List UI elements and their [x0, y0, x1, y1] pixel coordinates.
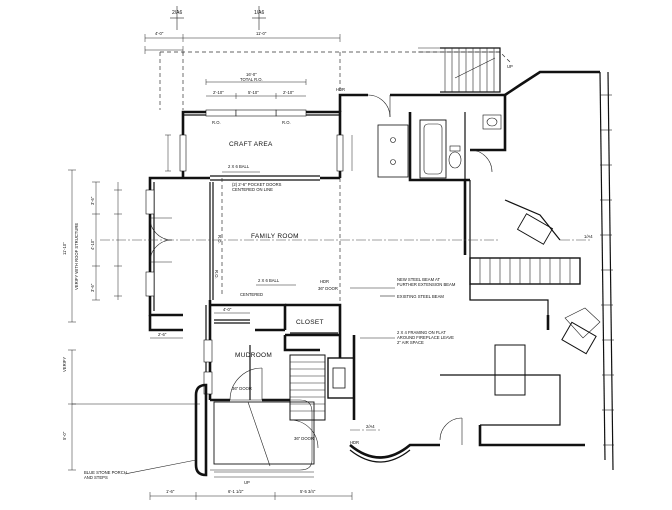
porch: UP BLUE STONE PORCH AND STEPS — [84, 383, 315, 485]
dim-craft-total-sub: TOTAL R.O. — [240, 77, 263, 82]
beam-notes: 2 X 6 BALL CENTERED HDR NEW STEEL BEAM A… — [240, 277, 456, 299]
note-framing-2: AROUND FIREPLACE LEAVE — [397, 335, 454, 340]
mud-dimensions: 4'-0" 2'-6" VERIFY 5'-0" — [62, 307, 250, 471]
craft-dimensions: 16'-0" TOTAL R.O. 2'-10" 5'-10" 2'-10" — [205, 72, 307, 99]
craft-window-ro-right: R.O. — [282, 120, 291, 125]
dim-mud-vert: 5'-0" — [62, 431, 67, 440]
door-label-3: 36" DOOR — [318, 286, 338, 291]
kitchen-area — [439, 307, 601, 447]
craft-area-walls: R.O. R.O. — [165, 109, 353, 178]
dim-bottom-seg2: 6'-1 1/2" — [228, 489, 244, 494]
dim-left-main: 11'-10" — [62, 242, 67, 255]
dim-craft-total: 16'-0" — [246, 72, 257, 77]
bath-area: HDR — [336, 87, 507, 182]
dim-top-right: 11'-0" — [256, 31, 267, 36]
family-ro-left: R.O. — [217, 235, 222, 244]
dim-bottom-seg3: 5'-5 3/4" — [300, 489, 316, 494]
stair-right-middle — [469, 257, 581, 315]
craft-window-ro-left: R.O. — [212, 120, 221, 125]
bay-window-bottom — [349, 443, 440, 463]
note-porch-2: AND STEPS — [84, 475, 108, 480]
note-beam-family: 2 X 6 BALL — [258, 278, 280, 283]
room-label-mud: MUDROOM — [235, 352, 272, 359]
note-framing: 2 X 4 FRAMING ON FLAT — [397, 330, 446, 335]
sheet-ref-bottom-mid: 2/A4 — [366, 424, 375, 429]
dim-craft-seg3: 2'-10" — [283, 90, 294, 95]
note-pocket-doors-2: CENTERED ON LINE — [232, 187, 273, 192]
header-label-top: HDR — [336, 87, 345, 92]
dim-bottom-seg1: 1'-6" — [166, 489, 175, 494]
dim-verify-left: VERIFY — [62, 357, 67, 372]
door-label-1: 36" DOOR — [232, 386, 252, 391]
room-label-family: FAMILY ROOM — [251, 233, 299, 240]
note-new-steel-beam: NEW STEEL BEAM AT — [397, 277, 440, 282]
note-beam-craft: 2 X 6 BALL — [228, 164, 250, 169]
stair-up-label: UP — [507, 64, 513, 69]
left-vertical-dimensions: 11'-10" VERIFY WITH ROOF STRUCTURE 3'-6"… — [62, 169, 122, 323]
dim-top-left: 4'-0" — [155, 31, 164, 36]
dim-left-seg-c: 3'-6" — [90, 283, 95, 292]
note-existing-steel-beam: EXISTING STEEL BEAM — [397, 294, 444, 299]
dim-mud-left: 4'-0" — [223, 307, 232, 312]
room-label-closet: CLOSET — [296, 319, 324, 326]
dim-craft-seg1: 2'-10" — [213, 90, 224, 95]
dim-left-seg-b: 4'-10" — [90, 239, 95, 250]
dim-mud-right: 2'-6" — [158, 332, 167, 337]
note-pocket-doors: (2) 2'-6" POCKET DOORS — [232, 182, 282, 187]
top-dimension-line: 4'-0" 11'-0" — [144, 31, 341, 54]
pocket-door-line: (2) 2'-6" POCKET DOORS CENTERED ON LINE — [183, 175, 340, 192]
section-marker-bottom: 2/A4 HDR — [350, 424, 380, 445]
stair-top-right: UP — [440, 47, 513, 93]
note-framing-3: 2" AIR SPACE — [397, 340, 424, 345]
header-label-bottom: HDR — [350, 440, 359, 445]
section-marker-top-left: 2/A6 — [170, 6, 184, 30]
dim-left-note: VERIFY WITH ROOF STRUCTURE — [74, 223, 79, 290]
note-beam-family-2: CENTERED — [240, 292, 263, 297]
existing-house-right: 1/A4 — [504, 70, 614, 471]
stair-mudroom: 36" DOOR — [289, 354, 326, 449]
family-ro-mid: R.O. — [214, 270, 219, 279]
sheet-ref-top-left: 2/A6 — [172, 10, 183, 16]
existing-roof-outline — [159, 47, 511, 110]
section-marker-top-right: 1/A6 — [252, 6, 266, 30]
fireplace: 2 X 4 FRAMING ON FLAT AROUND FIREPLACE L… — [327, 330, 454, 420]
note-porch: BLUE STONE PORCH — [84, 470, 127, 475]
dim-craft-seg2: 5'-10" — [248, 90, 259, 95]
sheet-ref-top-right: 1/A6 — [254, 10, 265, 16]
bottom-dimensions: 1'-6" 6'-1 1/2" 5'-5 3/4" — [149, 489, 353, 500]
porch-up-label: UP — [244, 480, 250, 485]
sheet-ref-right-mid: 1/A4 — [584, 234, 593, 239]
header-label-mid: HDR — [320, 279, 329, 284]
note-new-steel-beam-2: FURTHER EXTENSION BEAM — [397, 282, 456, 287]
door-label-2: 36" DOOR — [294, 436, 314, 441]
dim-left-seg-a: 3'-6" — [90, 196, 95, 205]
room-label-craft: CRAFT AREA — [229, 141, 273, 148]
